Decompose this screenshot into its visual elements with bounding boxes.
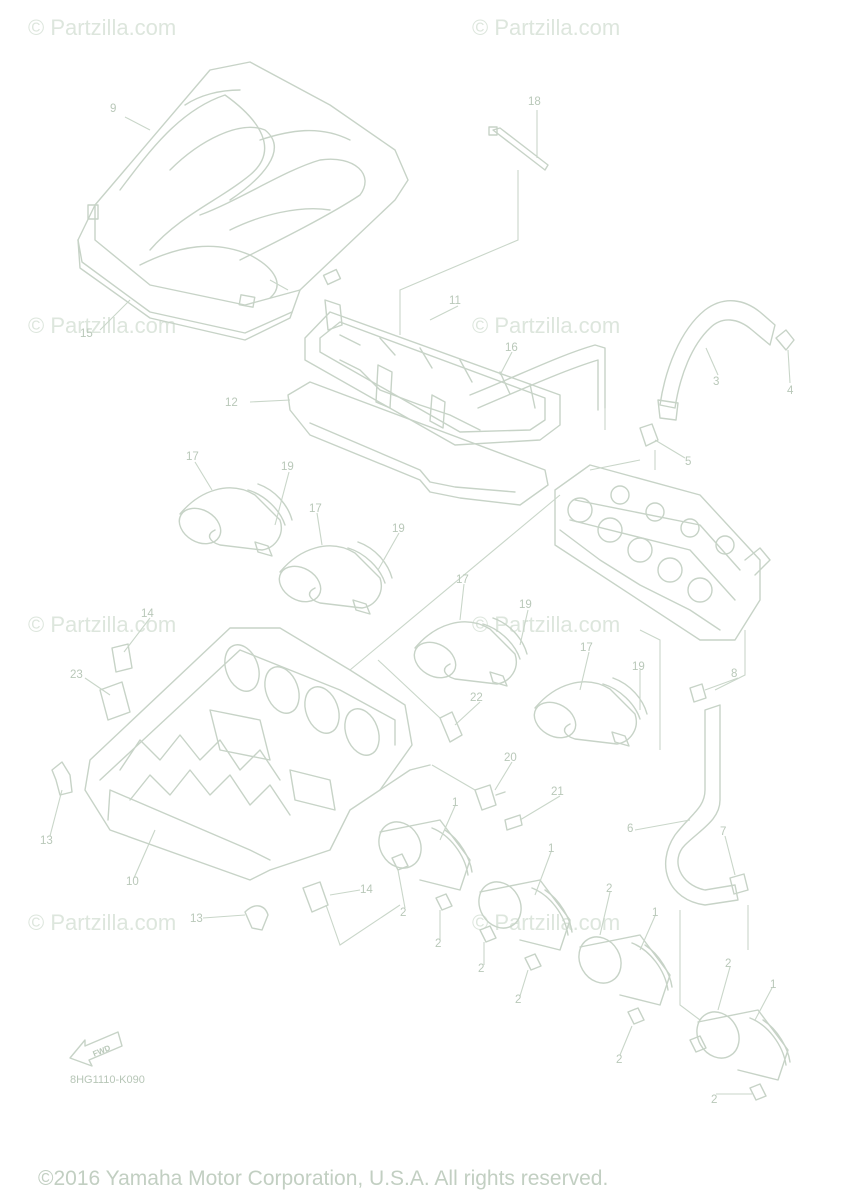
hose-6 (665, 704, 739, 906)
diagram-code: 8HG1110-K090 (70, 1074, 145, 1086)
throttle-body-assembly (554, 464, 771, 641)
watermark: © Partzilla.com (28, 313, 176, 338)
joint-clamp (749, 1083, 767, 1101)
watermark: © Partzilla.com (472, 15, 620, 40)
callout-18: 18 (528, 96, 541, 108)
funnel-clamp (611, 731, 630, 747)
callout-5: 5 (685, 456, 691, 468)
callout-19: 19 (281, 461, 294, 473)
callout-23: 23 (70, 669, 83, 681)
air-filter-case (84, 627, 431, 881)
callout-12: 12 (225, 397, 238, 409)
callout-10: 10 (126, 876, 139, 888)
callout-15: 15 (80, 328, 93, 340)
joint-clamp (524, 953, 542, 971)
grommet-14-upper (111, 643, 133, 673)
callout-1: 1 (770, 979, 776, 991)
fwd-label: FWD (91, 1043, 111, 1058)
watermark: © Partzilla.com (28, 612, 176, 637)
callout-17: 17 (186, 451, 199, 463)
holder-13-upper (51, 761, 73, 796)
callout-17: 17 (580, 642, 593, 654)
leader-lines (49, 110, 791, 1095)
copyright-notice: ©2016 Yamaha Motor Corporation, U.S.A. A… (38, 1167, 608, 1190)
callout-7: 7 (720, 826, 726, 838)
watermark: © Partzilla.com (28, 15, 176, 40)
callout-19: 19 (392, 523, 405, 535)
intake-funnel (178, 483, 293, 551)
callout-22: 22 (470, 692, 483, 704)
callout-16: 16 (505, 342, 518, 354)
funnel-clamp (352, 599, 371, 615)
forward-arrow-icon: FWD (69, 1031, 123, 1067)
callout-1: 1 (652, 907, 658, 919)
joint-clamp (391, 853, 409, 871)
callout-17: 17 (309, 503, 322, 515)
hose-3 (657, 300, 776, 421)
intake-funnel (533, 677, 648, 745)
callout-19: 19 (632, 661, 645, 673)
joint-clamp (689, 1035, 707, 1053)
callout-2: 2 (711, 1094, 717, 1106)
callout-20: 20 (504, 752, 517, 764)
callout-2: 2 (400, 907, 406, 919)
clip-4 (775, 329, 795, 351)
sensor-22 (439, 711, 463, 743)
cable-tie-18 (488, 126, 549, 171)
callout-9: 9 (110, 103, 116, 115)
callout-2: 2 (515, 994, 521, 1006)
callout-14: 14 (360, 884, 373, 896)
callout-13: 13 (40, 835, 53, 847)
watermark: © Partzilla.com (472, 313, 620, 338)
air-filter-case-cover (77, 61, 409, 341)
label-23 (99, 681, 131, 721)
callout-4: 4 (787, 385, 794, 397)
throttle-body-joint (478, 879, 573, 951)
callout-1: 1 (452, 797, 458, 809)
throttle-body-joint (578, 934, 673, 1006)
callout-labels: 9 15 18 11 16 12 3 4 5 17 19 17 19 17 19… (40, 96, 794, 1106)
watermark: © Partzilla.com (472, 612, 620, 637)
grommet-14-lower (302, 881, 329, 913)
watermark: © Partzilla.com (28, 910, 176, 935)
callout-19: 19 (519, 599, 532, 611)
joint-clamp (435, 893, 453, 911)
intake-funnel (413, 617, 528, 685)
callout-13: 13 (190, 913, 203, 925)
callout-1: 1 (548, 843, 554, 855)
callout-2: 2 (606, 883, 612, 895)
watermark-layer: © Partzilla.com © Partzilla.com © Partzi… (28, 15, 620, 935)
callout-8: 8 (731, 668, 737, 680)
joint-clamp (627, 1007, 645, 1025)
holder-13-lower (244, 905, 269, 931)
callout-2: 2 (725, 958, 731, 970)
callout-2: 2 (616, 1054, 622, 1066)
watermark: © Partzilla.com (472, 910, 620, 935)
sensor-20 (474, 784, 506, 811)
callout-11: 11 (449, 295, 461, 307)
clip-8 (689, 683, 707, 703)
throttle-body-joint (696, 1009, 791, 1081)
alignment-lines (269, 170, 749, 1021)
callout-3: 3 (713, 376, 719, 388)
air-filter-element (304, 299, 561, 446)
callout-2: 2 (478, 963, 484, 975)
callout-14: 14 (141, 608, 154, 620)
screw-21 (504, 814, 523, 831)
clip-7 (729, 873, 749, 895)
intake-funnel (278, 541, 393, 609)
breather-hose-16 (469, 344, 606, 411)
joint-clamp (479, 925, 497, 943)
callout-2: 2 (435, 938, 441, 950)
seal-plate (287, 381, 549, 506)
funnel-clamp (489, 671, 508, 687)
callout-21: 21 (551, 786, 564, 798)
callout-6: 6 (627, 823, 633, 835)
funnel-clamp (254, 541, 273, 557)
throttle-body-joint (378, 819, 473, 891)
clip-5 (639, 423, 659, 447)
callout-17: 17 (456, 574, 469, 586)
